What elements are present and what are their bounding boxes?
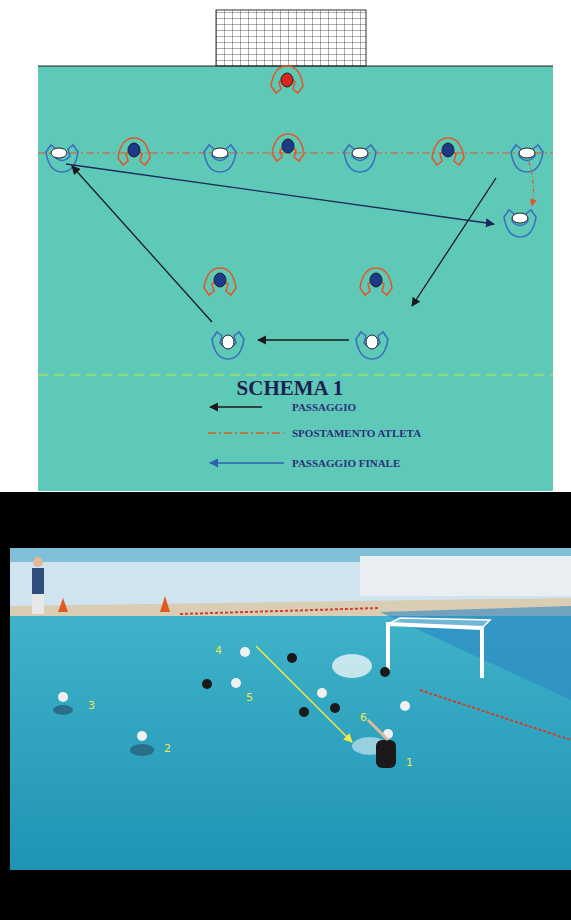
pass-arrow [412,178,496,306]
diagram-title: SCHEMA 1 [237,376,344,401]
defender-cap [128,143,140,157]
goal [216,10,366,66]
referee [32,594,44,614]
attacker-cap [212,148,228,158]
photo-goal [388,624,482,678]
pool-corner [380,606,571,700]
attacker-body [204,145,236,172]
legend-text: PASSAGGIO FINALE [292,457,400,469]
defender-cap [214,273,226,287]
pass-arrow [258,339,349,340]
defender-cap [370,273,382,287]
photo-goal-net [388,618,490,628]
attacker-body [511,145,543,172]
cone [58,598,68,612]
attacker-cap [519,148,535,158]
callout-number: 1 [406,756,413,769]
attacker-body [356,332,388,359]
defender-body [204,268,236,295]
defender-body [432,138,464,165]
attacker-body [504,210,536,237]
attacker-cap [222,335,234,349]
defender-cap [442,143,454,157]
attacker-cap [51,148,67,158]
legend-text: PASSAGGIO [292,401,356,413]
cone [160,596,170,612]
splash [332,654,372,678]
legend-sample-pass [210,406,262,407]
pass-arrow [72,166,212,322]
goalkeeper-cap [281,73,293,87]
callout-number: 3 [88,699,95,712]
attacker-cap [366,335,378,349]
callout-number: 2 [164,742,171,755]
lane-rope [180,608,380,614]
photo-frame [0,492,571,920]
defender-body [118,138,150,165]
attacker-cap [512,213,528,223]
callout-number: 4 [215,644,222,657]
callout-number: 6 [360,711,367,724]
goal-line [38,65,553,66]
attacker-body [212,332,244,359]
legend-sample-final [210,462,284,463]
line-5m [38,374,553,375]
referee [32,568,44,594]
legend-sample-move [208,432,284,433]
goal-net [216,10,366,66]
pass-arrow-photo [256,646,352,742]
defender-body [360,268,392,295]
final-pass-arrow [66,164,494,224]
callout-number: 5 [246,691,253,704]
referee [33,557,43,567]
bleachers [360,556,571,596]
swimmers [53,647,410,768]
legend-text: SPOSTAMENTO ATLETA [292,427,421,439]
defender-body [272,134,304,161]
defender-cap [282,139,294,153]
attacker-cap [352,148,368,158]
lane-rope [420,690,571,740]
goalkeeper-body [271,66,303,93]
attacker-body [344,145,376,172]
pool-area [38,66,553,491]
movement-arrow [529,162,533,206]
